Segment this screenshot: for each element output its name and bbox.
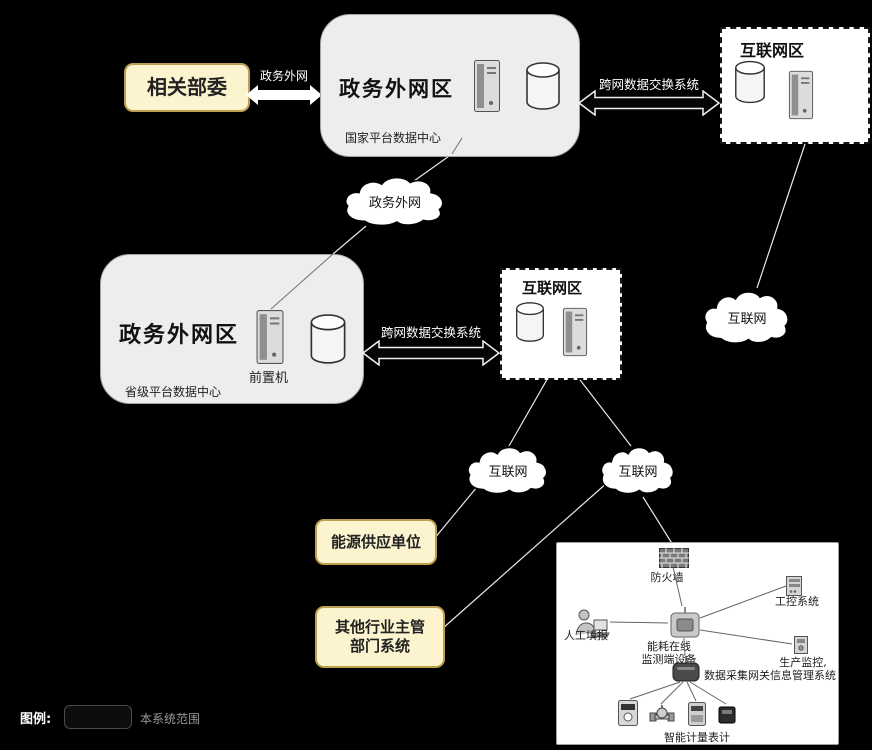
ministries-label: 相关部委	[147, 75, 227, 99]
national-gov-zone: 政务外网区 国家平台数据中心	[320, 14, 580, 157]
energy-supplier-box: 能源供应单位	[315, 519, 437, 565]
legend-title: 图例:	[20, 712, 52, 727]
server-icon	[788, 70, 814, 120]
other-industry-box: 其他行业主管 部门系统	[315, 606, 445, 668]
connector-line	[756, 140, 807, 289]
connector-line	[576, 375, 632, 447]
internet-cloud-1-label: 互联网	[488, 464, 528, 480]
internet-cloud-right: 互联网	[698, 288, 796, 346]
connector-line	[508, 375, 550, 447]
monitor-terminal-icon	[670, 607, 700, 638]
monitor-terminal-label: 能耗在线 监测端设备	[621, 640, 717, 666]
internet-zone-mid-title: 互联网区	[522, 279, 583, 297]
internet-cloud-right-label: 互联网	[727, 311, 767, 327]
enterprise-scope-box: 防火墙 人工填报 能耗在线 监测端设备 工控系统 生产监控,	[556, 542, 839, 745]
gov-extranet-arrow-label: 政务外网	[259, 69, 308, 83]
gas-meter-icon	[688, 702, 706, 726]
provincial-gov-zone: 政务外网区 前置机 省级平台数据中心	[100, 254, 364, 404]
connector-line	[441, 481, 609, 630]
internet-cloud-2: 互联网	[596, 444, 680, 496]
exchange-mid-label: 跨网数据交换系统	[380, 325, 481, 340]
gov-cloud-label: 政务外网	[368, 195, 421, 211]
database-icon	[735, 60, 765, 104]
other-industry-label-line2: 部门系统	[349, 637, 410, 655]
person-at-computer-icon	[575, 609, 610, 638]
firewall-icon	[659, 548, 689, 568]
gov-extranet-cloud: 政务外网	[338, 174, 452, 228]
flow-meter-icon	[649, 705, 675, 722]
internet-zone-top: 互联网区	[720, 27, 870, 144]
production-system-icon	[794, 636, 808, 654]
provincial-zone-caption: 省级平台数据中心	[125, 385, 222, 399]
provincial-zone-title: 政务外网区	[119, 323, 240, 348]
production-system-label-line1: 生产监控,	[779, 656, 827, 669]
connector-line	[413, 153, 453, 182]
national-zone-caption: 国家平台数据中心	[345, 131, 442, 145]
gateway-icon	[672, 656, 700, 682]
internet-zone-mid: 互联网区	[500, 268, 622, 380]
smart-meter-icon	[718, 706, 736, 724]
cloud-icon	[467, 446, 548, 495]
national-zone-title: 政务外网区	[339, 77, 454, 101]
database-icon	[310, 314, 346, 364]
double-arrow-icon	[246, 85, 322, 105]
legend-scope-swatch	[64, 705, 132, 729]
internet-cloud-1: 互联网	[462, 444, 554, 496]
connector-line	[332, 225, 367, 255]
cloud-icon	[600, 446, 674, 495]
exchange-top-label: 跨网数据交换系统	[598, 77, 699, 92]
legend-scope-label: 本系统范围	[140, 712, 201, 726]
database-icon	[526, 62, 560, 110]
double-arrow-icon	[578, 90, 720, 116]
monitor-terminal-label-line2: 监测端设备	[641, 653, 697, 666]
server-icon	[474, 60, 500, 112]
manual-report-label: 人工填报	[564, 629, 608, 642]
server-icon	[562, 307, 588, 357]
database-icon	[516, 302, 544, 342]
gateway-label: 数据采集网关	[704, 669, 770, 682]
connector-line	[433, 486, 478, 540]
other-industry-label-line1: 其他行业主管	[334, 618, 425, 637]
front-machine-label: 前置机	[249, 371, 289, 386]
double-arrow-icon	[362, 340, 500, 366]
ministries-box: 相关部委	[124, 63, 250, 112]
cloud-icon	[703, 290, 789, 345]
firewall-label: 防火墙	[650, 571, 684, 584]
internet-zone-top-title: 互联网区	[740, 41, 805, 60]
meters-label: 智能计量表计	[664, 731, 730, 744]
industrial-control-icon	[786, 576, 802, 596]
monitor-terminal-label-line1: 能耗在线	[647, 640, 691, 653]
industrial-control-label: 工控系统	[775, 595, 819, 608]
connector-line	[642, 496, 674, 546]
server-icon	[256, 310, 284, 364]
production-system-label-line2: 信息管理系统	[770, 669, 836, 682]
electric-meter-icon	[618, 700, 638, 726]
internet-cloud-2-label: 互联网	[618, 464, 658, 480]
energy-supplier-label: 能源供应单位	[330, 532, 421, 551]
production-system-label: 生产监控, 信息管理系统	[765, 656, 841, 682]
cloud-icon	[344, 176, 444, 227]
